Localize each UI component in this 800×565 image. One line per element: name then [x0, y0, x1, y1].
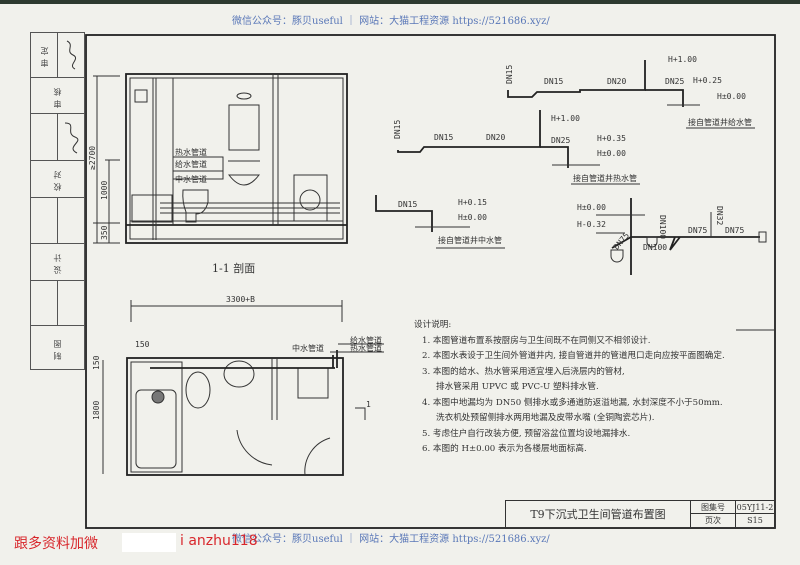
- basin-plan: [223, 360, 255, 388]
- section-mark: 1: [366, 400, 371, 409]
- note-item: 1. 本图管道布置系按厨房与卫生间既不在同侧又不相邻设计.: [422, 335, 651, 346]
- toilet: [182, 189, 209, 223]
- dim-150-side: 150: [92, 355, 101, 370]
- note-item: 2. 本图水表设于卫生间外管道井内, 接自管道井的管道甩口走向应按平面图确定.: [422, 351, 725, 361]
- pipe-size: DN75: [725, 226, 744, 235]
- door-swing: [236, 429, 273, 466]
- plan-label-recycled: 中水管道: [292, 343, 324, 353]
- elevation: H+1.00: [551, 114, 580, 123]
- mirror: [228, 104, 260, 151]
- section-title: 1-1 剖面: [212, 261, 255, 275]
- drawing-frame: [85, 34, 776, 529]
- drainage-isometric: H±0.00 H-0.32 DN75 DN100 DN100 DN75 DN75…: [577, 198, 767, 275]
- pipe-size: DN15: [434, 133, 453, 142]
- note-item: 排水管采用 UPVC 或 PVC-U 塑料排水管.: [436, 382, 599, 392]
- hot-water-isometric: DN15 DN15 DN20 DN25 H+1.00 H+0.35 H±0.00…: [393, 110, 640, 185]
- strip-cell: 制图: [30, 325, 85, 370]
- pipe-size: DN100: [658, 215, 667, 239]
- floor-drain-icon: [758, 231, 767, 243]
- pipe-size: DN15: [398, 200, 417, 209]
- page-number: S15: [747, 516, 763, 525]
- dim-150-top: 150: [135, 340, 150, 349]
- pipe-size: DN15: [505, 65, 514, 84]
- pipe-size: DN25: [551, 136, 570, 145]
- note-item: 洗衣机处预留侧排水两用地漏及皮带水嘴 (全铜陶瓷芯片).: [436, 413, 655, 423]
- pipe-size: DN20: [486, 133, 505, 142]
- elevation: H±0.00: [577, 203, 606, 212]
- pipe-size: DN15: [393, 120, 402, 139]
- elevation: H±0.00: [717, 92, 746, 101]
- signature-mark: [66, 40, 77, 70]
- promo-id: i anzhu118: [180, 533, 258, 549]
- elevation: H+1.00: [668, 55, 697, 64]
- floor-drain-icon: [610, 249, 624, 263]
- notes-heading: 设计说明:: [414, 320, 452, 330]
- pipe-size: DN75: [688, 226, 707, 235]
- pipe-size: DN20: [607, 77, 626, 86]
- redaction-box: [122, 533, 176, 552]
- washing-machine: [293, 174, 328, 222]
- washbasin: [227, 174, 261, 186]
- watermark-bottom: 微信公众号：豚贝useful ｜ 网站：大猫工程资源 https://52168…: [232, 534, 550, 545]
- design-notes: 设计说明: 1. 本图管道布置系按厨房与卫生间既不在同侧又不相邻设计. 2. 本…: [414, 318, 725, 458]
- door-swing: [304, 437, 331, 476]
- elevation: H±0.00: [597, 149, 626, 158]
- note-item: 5. 考虑住户自行改装方便, 预留浴盆位置均设地漏排水.: [422, 428, 631, 439]
- section-pipe-label: 给水管道: [175, 159, 207, 169]
- pipe-size: DN100: [643, 243, 667, 252]
- dim-width: 3300+B: [226, 295, 255, 304]
- floor-drain-icon: [646, 236, 658, 248]
- plan-label-supply: 给水管道: [350, 335, 382, 345]
- atlas-number: 05YJ11-2: [736, 501, 774, 514]
- elevation: H+0.25: [693, 76, 722, 85]
- floor-plan: 3300+B 150 150 1800 给水管道 热水管道 中水管道 1: [92, 295, 384, 476]
- supply-water-isometric: DN15 DN15 DN20 DN25 H+1.00 H+0.25 H±0.00…: [505, 55, 755, 129]
- section-1-1: 热水管道 给水管道 中水管道 ≥2700 1000 350 1-1 剖面: [88, 73, 348, 275]
- hot-note: 接自管道井热水管: [573, 173, 637, 183]
- elevation: H+0.35: [597, 134, 626, 143]
- dim-height: ≥2700: [88, 146, 97, 170]
- recycled-water-isometric: DN15 H+0.15 H±0.00 接自管道井中水管: [375, 195, 505, 249]
- pipe-size: DN75: [612, 231, 631, 252]
- bathtub-plan: [130, 361, 183, 473]
- note-item: 4. 本图中地漏均为 DN50 侧排水或多通道防返溢地漏, 水封深度不小于50m…: [422, 397, 723, 408]
- pipe-size: DN15: [544, 77, 563, 86]
- plan-outline: [126, 357, 344, 476]
- vent-icon: [134, 89, 148, 103]
- elevation: H±0.00: [458, 213, 487, 222]
- promo-text: 跟多资料加微: [14, 536, 98, 552]
- page-label: 页次: [691, 514, 736, 527]
- note-item: 6. 本图的 H±0.00 表示为各楼层地面标高.: [422, 444, 587, 454]
- toilet-plan: [185, 371, 211, 409]
- watermark-top: 微信公众号：豚贝useful ｜ 网站：大猫工程资源 https://52168…: [232, 16, 550, 27]
- drawing-title: T9下沉式卫生间管道布置图: [506, 501, 691, 527]
- title-block: T9下沉式卫生间管道布置图 图集号 05YJ11-2 页次 S15: [505, 500, 775, 529]
- dim-350: 350: [100, 225, 109, 240]
- section-pipe-label: 中水管道: [175, 174, 207, 184]
- section-outline: [125, 73, 348, 244]
- supply-note: 接自管道井给水管: [688, 117, 752, 127]
- recycled-note: 接自管道井中水管: [438, 235, 502, 245]
- dim-1000: 1000: [100, 181, 109, 200]
- dim-depth: 1800: [92, 401, 101, 420]
- pipe-size: DN32: [715, 206, 724, 225]
- atlas-label: 图集号: [691, 501, 736, 514]
- washer-plan: [297, 367, 329, 399]
- signature-mark: [64, 122, 79, 154]
- elevation: H-0.32: [577, 220, 606, 229]
- plan-label-hot: 热水管道: [350, 343, 382, 353]
- pipe-size: DN25: [665, 77, 684, 86]
- note-item: 3. 本图的给水、热水管采用适宜埋入后浇层内的管材,: [422, 366, 625, 377]
- section-pipe-label: 热水管道: [175, 147, 207, 157]
- scan-edge: [0, 0, 800, 4]
- elevation: H+0.15: [458, 198, 487, 207]
